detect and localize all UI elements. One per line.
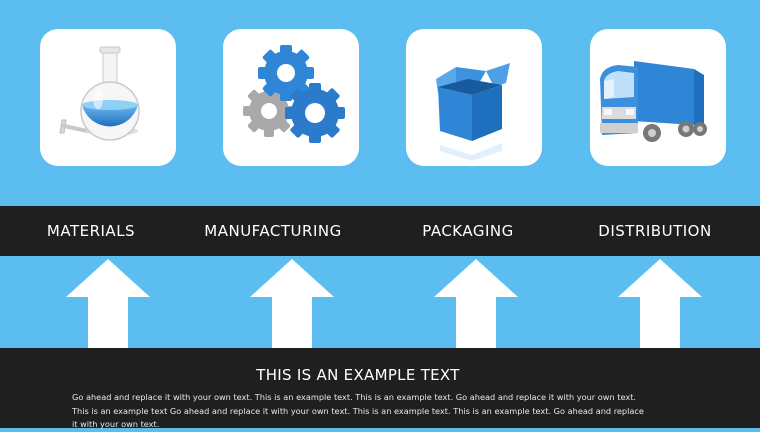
step-label-distribution: DISTRIBUTION	[598, 222, 712, 240]
footer-body-text: Go ahead and replace it with your own te…	[72, 392, 644, 429]
up-arrow-icon	[434, 259, 518, 349]
up-arrow-icon	[66, 259, 150, 349]
up-arrow-icon	[250, 259, 334, 349]
flask-icon	[59, 46, 140, 141]
distribution-card	[590, 29, 726, 166]
materials-card	[40, 29, 176, 166]
up-arrow-icon	[618, 259, 702, 349]
gears-icon	[243, 45, 345, 143]
step-label-packaging: PACKAGING	[422, 222, 514, 240]
step-label-materials: MATERIALS	[46, 222, 136, 240]
step-label-manufacturing: MANUFACTURING	[204, 222, 342, 240]
footer-panel: THIS IS AN EXAMPLE TEXT Go ahead and rep…	[0, 348, 760, 429]
box-icon	[436, 63, 510, 161]
step-labels-band: MATERIALS MANUFACTURING PACKAGING DISTRI…	[0, 206, 760, 256]
manufacturing-card	[223, 29, 359, 166]
footer-title: THIS IS AN EXAMPLE TEXT	[256, 366, 460, 384]
truck-icon	[600, 61, 707, 142]
packaging-card	[406, 29, 542, 166]
